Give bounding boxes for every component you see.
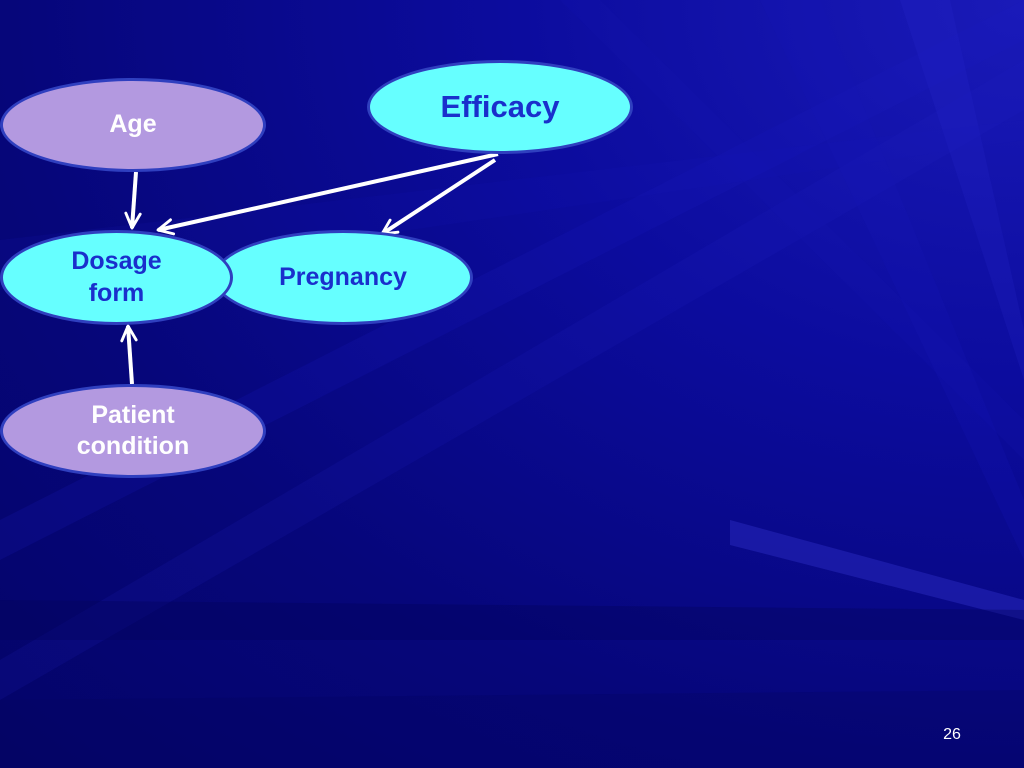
- node-age-label: Age: [109, 110, 157, 139]
- node-age: Age: [0, 78, 266, 172]
- arrow-patient-condition-to-dosage-form: [120, 324, 138, 385]
- arrow-age-to-dosage-form: [124, 171, 142, 230]
- node-pregnancy-label: Pregnancy: [279, 262, 407, 291]
- arrow-efficacy-to-dosage-form: [156, 152, 499, 236]
- slide-number: 26: [943, 726, 961, 743]
- node-efficacy-label: Efficacy: [440, 88, 560, 124]
- node-patient-condition: Patient condition: [0, 384, 266, 478]
- node-dosage-form: Dosage form: [0, 230, 233, 325]
- node-dosage-form-label: Dosage form: [71, 247, 162, 307]
- node-efficacy: Efficacy: [367, 60, 633, 154]
- node-pregnancy: Pregnancy: [213, 230, 473, 325]
- arrow-efficacy-to-pregnancy: [380, 158, 497, 236]
- node-patient-condition-label: Patient condition: [76, 400, 190, 460]
